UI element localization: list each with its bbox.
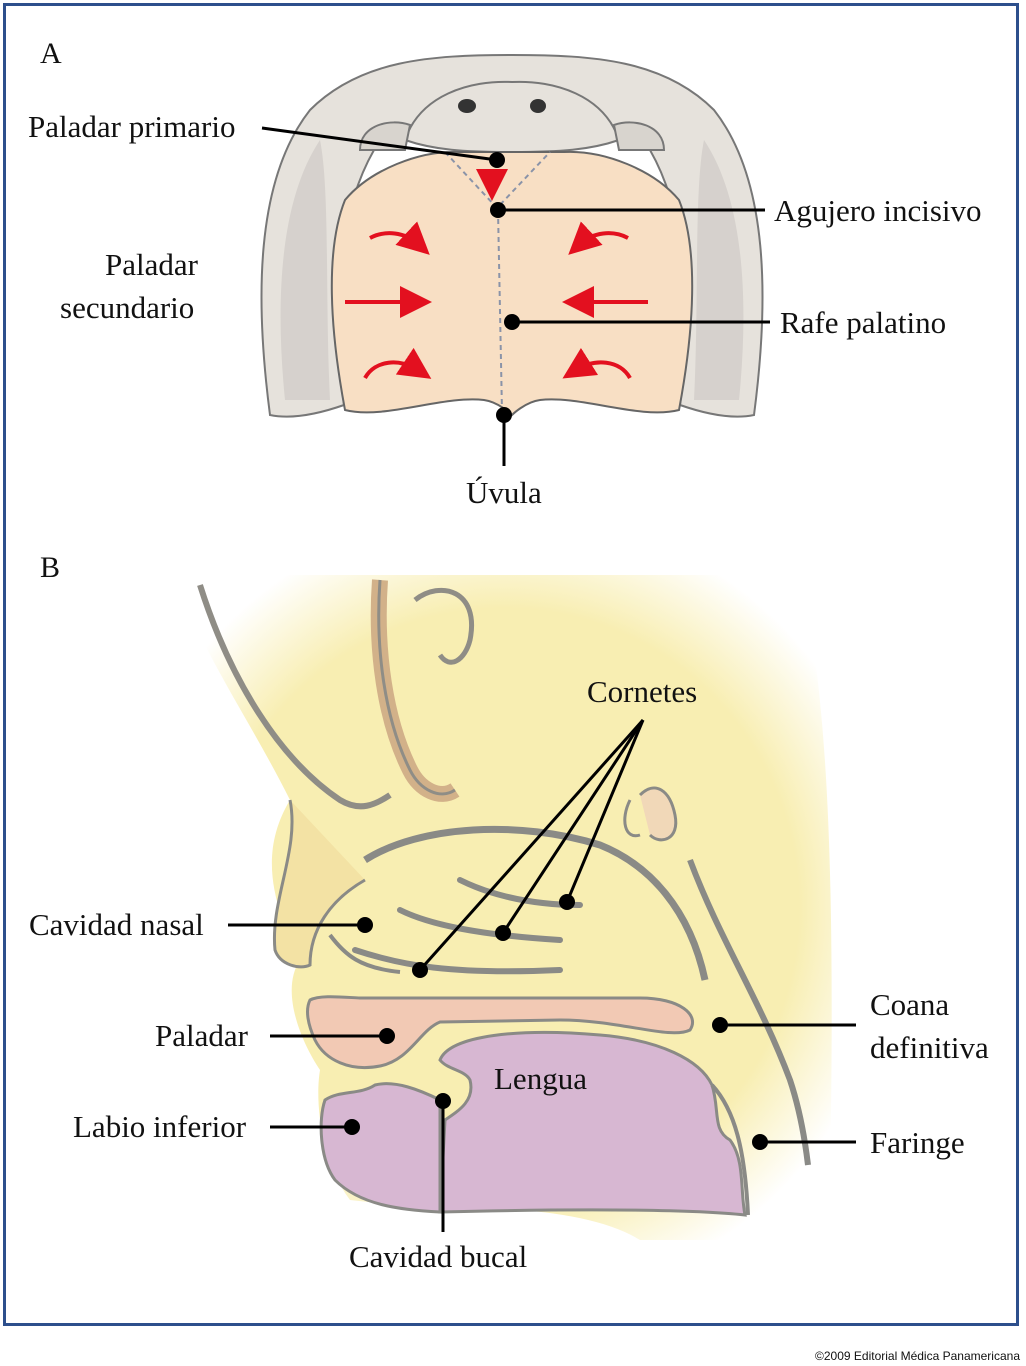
label-agujero-incisivo: Agujero incisivo (774, 193, 982, 228)
dot-faringe (752, 1134, 768, 1150)
label-coana-line1: Coana (870, 987, 950, 1022)
panel-a-leaders (261, 126, 770, 466)
secondary-palate (330, 150, 694, 417)
palate-sagittal (306, 995, 694, 1069)
label-paladar: Paladar (155, 1018, 248, 1053)
dot-cornete-inferior (412, 962, 428, 978)
label-cavidad-bucal: Cavidad bucal (349, 1239, 528, 1274)
panel-a-illustration (260, 53, 764, 418)
copyright-notice: ©2009 Editorial Médica Panamericana (815, 1349, 1020, 1363)
label-paladar-secundario-line1: Paladar (105, 247, 198, 282)
panel-b-leaders (228, 719, 856, 1232)
label-uvula: Úvula (466, 475, 542, 510)
label-paladar-primario: Paladar primario (28, 109, 236, 144)
dot-cornete-medio (495, 925, 511, 941)
dot-uvula (496, 407, 512, 423)
dot-rafe-palatino (504, 314, 520, 330)
label-labio-inferior: Labio inferior (73, 1109, 247, 1144)
panel-b-illustration (175, 575, 832, 1240)
label-cornetes: Cornetes (587, 674, 698, 709)
dot-agujero-incisivo (490, 202, 506, 218)
dot-cavidad-bucal (435, 1093, 451, 1109)
dot-labio-inferior (344, 1119, 360, 1135)
right-nostril (530, 99, 546, 113)
label-rafe-palatino: Rafe palatino (780, 305, 947, 340)
tongue (438, 1030, 747, 1217)
panel-b-letter: B (40, 551, 61, 584)
label-coana-line2: definitiva (870, 1030, 989, 1065)
dot-coana (712, 1017, 728, 1033)
dot-paladar-primario (489, 152, 505, 168)
left-nostril (458, 99, 476, 113)
dot-paladar (379, 1028, 395, 1044)
label-paladar-secundario-line2: secundario (60, 290, 195, 325)
dot-cavidad-nasal (357, 917, 373, 933)
label-faringe: Faringe (870, 1125, 965, 1160)
label-cavidad-nasal: Cavidad nasal (29, 907, 204, 942)
fusion-arrows (345, 169, 648, 380)
dot-cornete-superior (559, 894, 575, 910)
lower-lip (319, 1082, 442, 1214)
label-lengua: Lengua (494, 1061, 587, 1096)
panel-a-letter: A (40, 37, 62, 70)
